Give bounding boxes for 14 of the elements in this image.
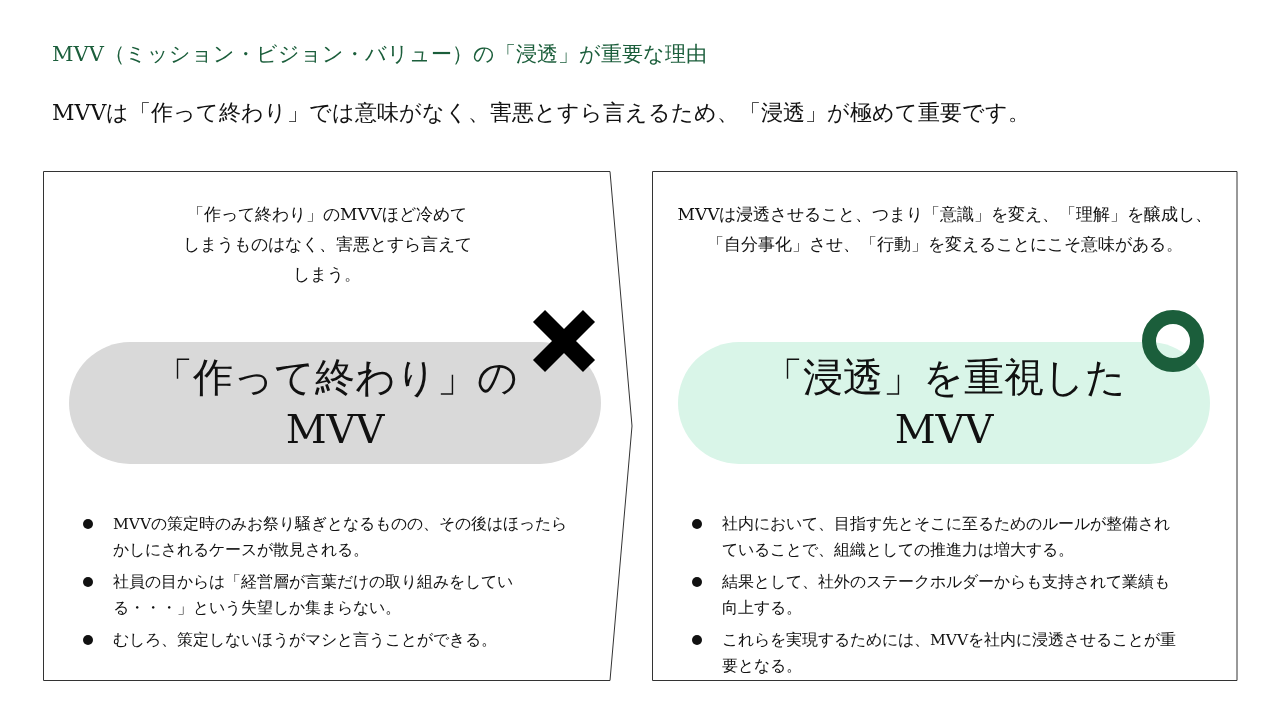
- title-text: MVV（ミッション・ビジョン・バリュー）の「浸透」が重要な理由: [52, 41, 707, 68]
- bullet-text: 社内において、目指す先とそこに至るためのルールが整備されていることで、組織としての推進力は増大する。: [722, 514, 1171, 561]
- bullet-text: 結果として、社外のステークホルダーからも支持されて業績も向上する。: [722, 572, 1171, 619]
- pill-title: 「浸透」を重視したMVV: [761, 353, 1127, 454]
- bullet-text: MVVの策定時のみお祭り騒ぎとなるものの、その後はほったらかしにされるケースが散見される。: [113, 514, 569, 561]
- panel-box: [652, 171, 1238, 681]
- intro-text: MVVは浸透させること、つまり「意識」を変え、「理解」を醸成し、「自分事化」させ、「行動」を変えることにこそ意味がある。: [676, 203, 1214, 256]
- subtitle-text: MVVは「作って終わり」では意味がなく、害悪とすら言えるため、「浸透」が極めて重要です。: [52, 99, 1031, 127]
- bullet-text: これらを実現するためには、MVVを社内に浸透させることが重要となる。: [722, 630, 1178, 677]
- chevron-panel: [43, 171, 633, 681]
- pill-title: 「作って終わり」のMVV: [151, 353, 519, 454]
- intro-text: 「作って終わり」のMVVほど冷めてしまうものはなく、害悪とすら言えてしまう。: [182, 203, 472, 286]
- bullet-text: むしろ、策定しないほうがマシと言うことができる。: [113, 630, 497, 651]
- bullet-text: 社員の目からは「経営層が言葉だけの取り組みをしている・・・」という失望しか集まらない。: [113, 572, 514, 619]
